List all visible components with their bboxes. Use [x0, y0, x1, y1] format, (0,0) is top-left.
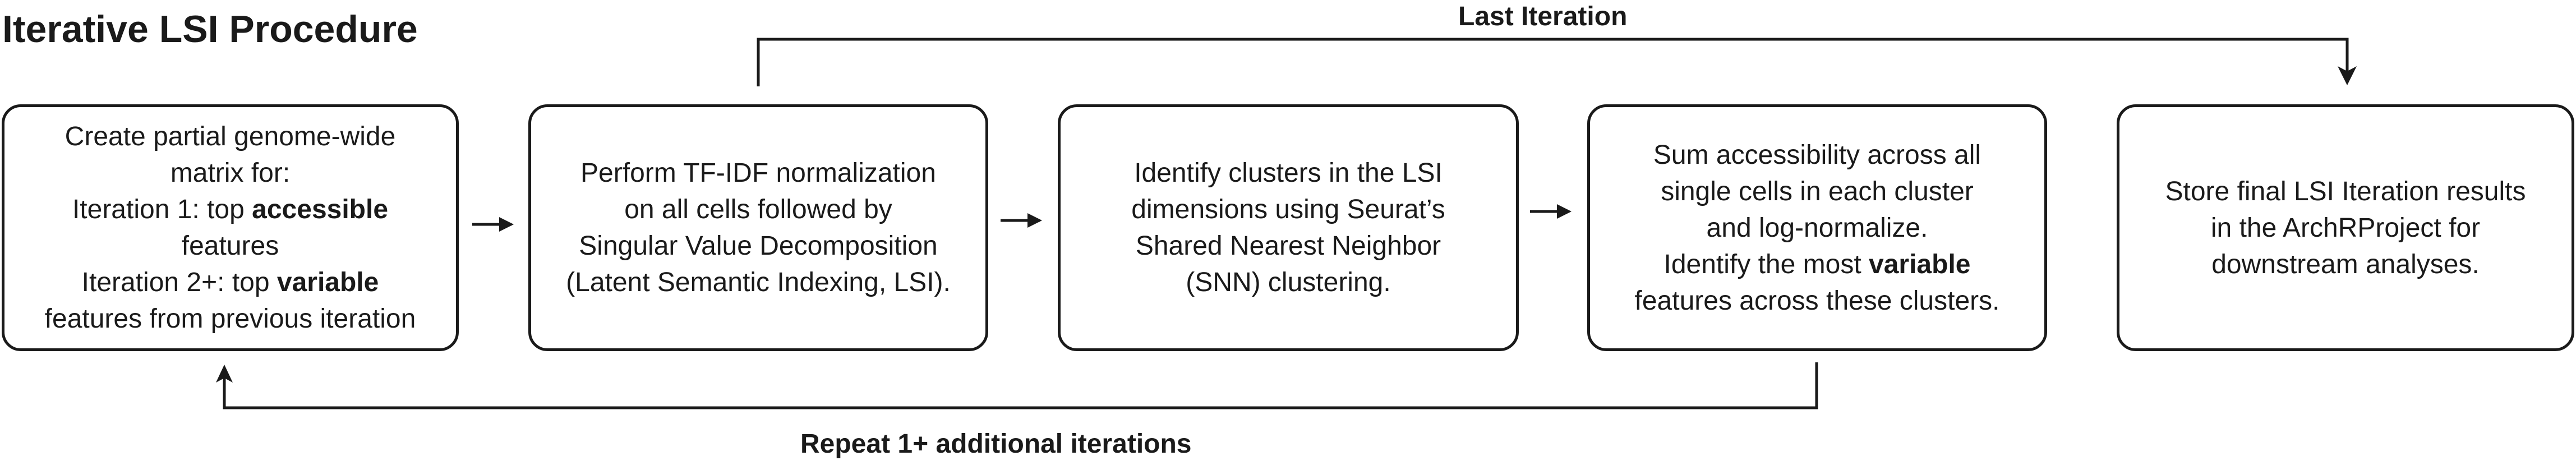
step-line: features from previous iteration: [44, 304, 416, 334]
step-line: on all cells followed by: [624, 195, 892, 224]
step-line: Shared Nearest Neighbor: [1135, 231, 1441, 261]
step-arrow-2: [1001, 213, 1042, 228]
step-line: features across these clusters.: [1634, 286, 2000, 316]
step-box-store-results: Store final LSI Iteration results in the …: [2117, 104, 2574, 351]
page-title: Iterative LSI Procedure: [2, 8, 418, 50]
last-iteration-label: Last Iteration: [1458, 2, 1628, 31]
step-line: Identify clusters in the LSI: [1134, 158, 1443, 188]
step-box-sum-accessibility: Sum accessibility across all single cells…: [1587, 104, 2047, 351]
step-line: and log-normalize.: [1706, 213, 1928, 243]
step-text: Identify clusters in the LSI dimensions u…: [1131, 155, 1445, 301]
step-line: Create partial genome-wide: [64, 122, 396, 151]
step-arrow-3: [1530, 204, 1572, 219]
step-line: Iteration 1: top accessible: [45, 191, 416, 228]
step-line: single cells in each cluster: [1661, 176, 1974, 206]
step-line: features: [181, 231, 279, 261]
step-line-text: Iteration 1: top: [72, 195, 252, 224]
step-line: Identify the most variable: [1635, 246, 2000, 283]
step-line-text: Iteration 2+: top: [81, 268, 277, 297]
step-line: in the ArchRProject for: [2210, 213, 2481, 243]
step-line: (SNN) clustering.: [1186, 268, 1391, 297]
step-line: Singular Value Decomposition: [579, 231, 938, 261]
step-text: Sum accessibility across all single cells…: [1635, 137, 2000, 319]
step-line: downstream analyses.: [2211, 249, 2480, 279]
last-iteration-arrow: [757, 38, 2357, 86]
repeat-iterations-label: Repeat 1+ additional iterations: [800, 429, 1192, 459]
step-line-emphasis: variable: [277, 268, 379, 297]
step-box-snn-clustering: Identify clusters in the LSI dimensions u…: [1058, 104, 1519, 351]
step-line: Iteration 2+: top variable: [45, 264, 416, 301]
step-line-emphasis: accessible: [252, 195, 389, 224]
step-line: (Latent Semantic Indexing, LSI).: [566, 268, 951, 297]
step-line: Perform TF-IDF normalization: [580, 158, 936, 188]
repeat-arrow: [216, 362, 1818, 409]
step-line: dimensions using Seurat’s: [1131, 195, 1445, 224]
step-box-tfidf-svd: Perform TF-IDF normalization on all cells…: [528, 104, 988, 351]
step-text: Perform TF-IDF normalization on all cells…: [566, 155, 951, 301]
step-line: matrix for:: [170, 158, 291, 188]
step-text: Store final LSI Iteration results in the …: [2165, 173, 2526, 283]
step-line-emphasis: variable: [1869, 249, 1971, 279]
step-line: Sum accessibility across all: [1653, 140, 1981, 170]
step-line: Store final LSI Iteration results: [2165, 176, 2526, 206]
step-line-text: Identify the most: [1663, 249, 1869, 279]
step-arrow-1: [472, 217, 514, 232]
